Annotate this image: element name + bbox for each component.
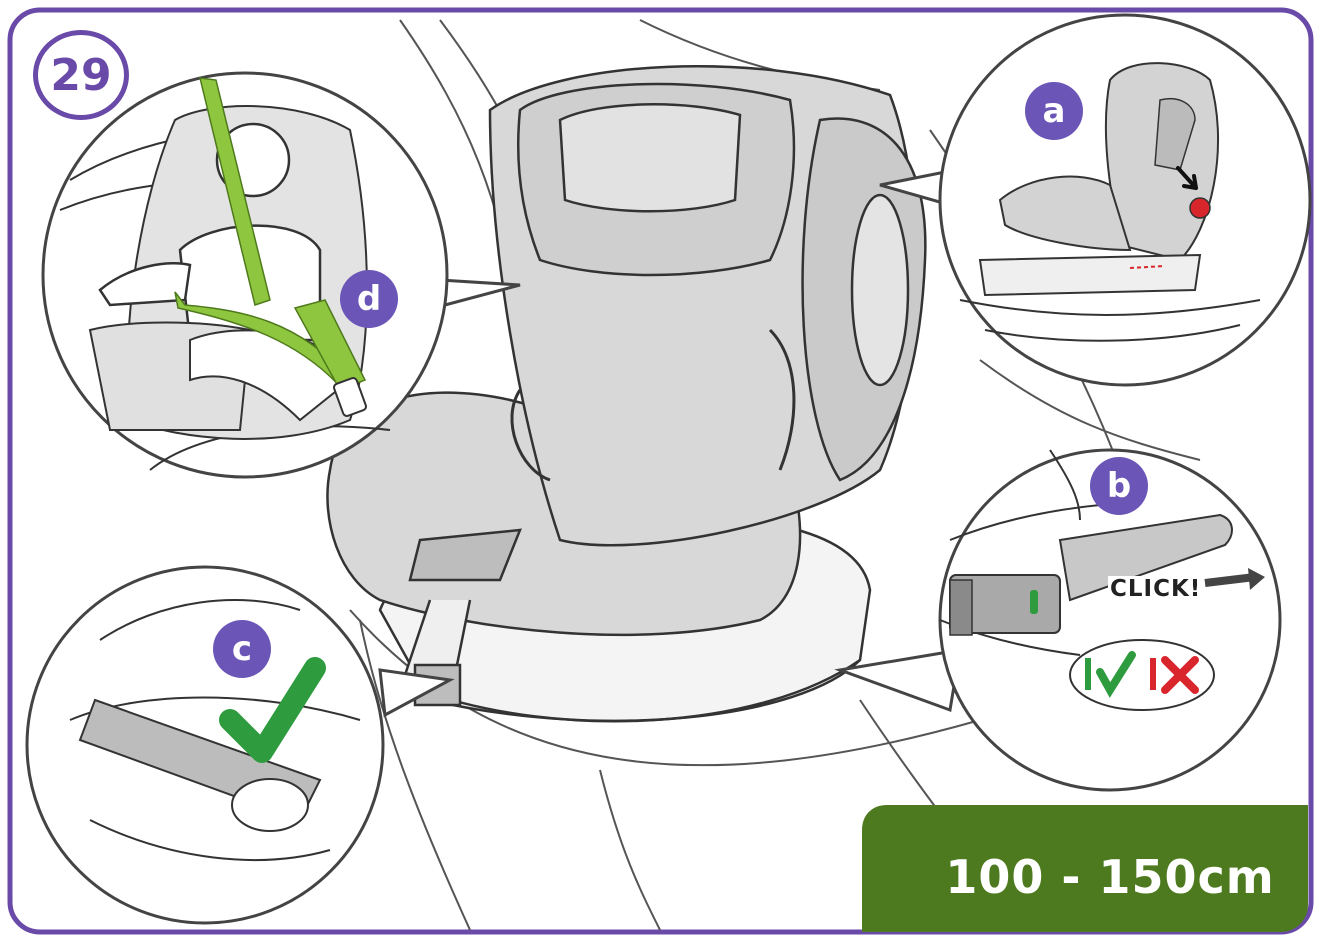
- click-sound-label: CLICK!: [1108, 576, 1204, 602]
- inset-c-tether-check: [25, 565, 455, 925]
- callout-badge-a: a: [1025, 82, 1083, 140]
- callout-badge-b: b: [1090, 457, 1148, 515]
- callout-badge-d: d: [340, 270, 398, 328]
- inset-d-belted-child: [41, 71, 521, 479]
- check-icon: [1096, 651, 1136, 698]
- height-range-banner: [862, 805, 1308, 932]
- step-number: 29: [33, 30, 129, 120]
- check-icon-large: [219, 657, 326, 763]
- shoulder-belt: [199, 77, 271, 306]
- click-arrow-icon: [1176, 166, 1198, 190]
- callout-badge-c: c: [213, 620, 271, 678]
- red-indicator-icon: [1189, 197, 1211, 219]
- car-seat-main: [326, 65, 927, 723]
- inset-b-isofix-click: [834, 448, 1282, 792]
- cross-icon: [1161, 656, 1199, 694]
- height-range-label: 100 - 150cm: [945, 850, 1275, 904]
